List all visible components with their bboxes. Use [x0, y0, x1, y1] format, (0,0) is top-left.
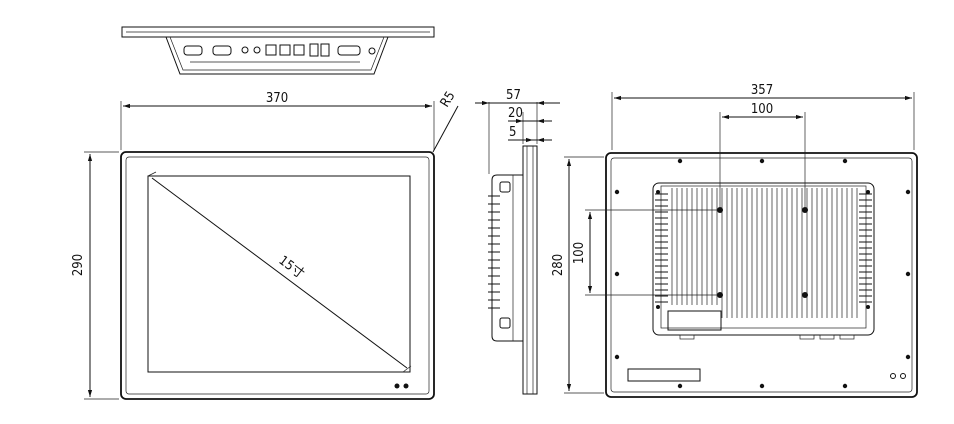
side-offset-5-label: 5 — [509, 125, 516, 140]
side-depth-label: 57 — [506, 88, 521, 103]
rear-label-plate — [667, 310, 722, 331]
rear-heatsink-fins-vertical — [671, 188, 858, 318]
side-view: 57 20 5 — [475, 88, 560, 395]
top-view-bezel — [121, 26, 435, 38]
front-bezel-outer — [120, 151, 435, 400]
rear-width-label: 357 — [751, 83, 773, 98]
rear-mount-h-label: 100 — [751, 102, 773, 117]
rear-nameplate — [627, 368, 701, 382]
front-height-label: 290 — [71, 254, 86, 276]
top-view — [121, 26, 435, 75]
side-offset-20-label: 20 — [508, 106, 523, 121]
vesa-hole-1 — [717, 207, 723, 213]
rear-view: 357 100 280 100 — [551, 83, 918, 398]
rear-mounting-screws — [614, 158, 911, 389]
diagonal-dimension-line — [151, 177, 408, 369]
io-port-row — [183, 43, 376, 63]
vesa-hole-4 — [802, 292, 808, 298]
rear-heatsink-fins-right — [859, 193, 872, 303]
rear-heatsink-fins-left — [655, 193, 668, 303]
rear-bezel-outer — [605, 152, 918, 398]
radius-label: R5 — [438, 89, 459, 110]
side-heatsink-fins — [488, 195, 500, 309]
front-display-area — [147, 175, 411, 373]
rear-mount-v-label: 100 — [572, 242, 587, 264]
side-housing — [491, 174, 523, 342]
front-width-label: 370 — [266, 91, 288, 106]
top-view-chassis — [165, 36, 389, 75]
radius-leader-line — [432, 105, 459, 153]
rear-height-label: 280 — [551, 254, 566, 276]
side-front-panel — [522, 145, 538, 395]
rear-heatsink-frame — [652, 182, 875, 336]
vesa-hole-3 — [717, 292, 723, 298]
indicator-led-2 — [403, 383, 409, 389]
diagonal-size-label: 15寸 — [276, 253, 307, 282]
front-view: 370 290 R5 15寸 — [71, 89, 459, 400]
indicator-led-1 — [394, 383, 400, 389]
vesa-hole-2 — [802, 207, 808, 213]
